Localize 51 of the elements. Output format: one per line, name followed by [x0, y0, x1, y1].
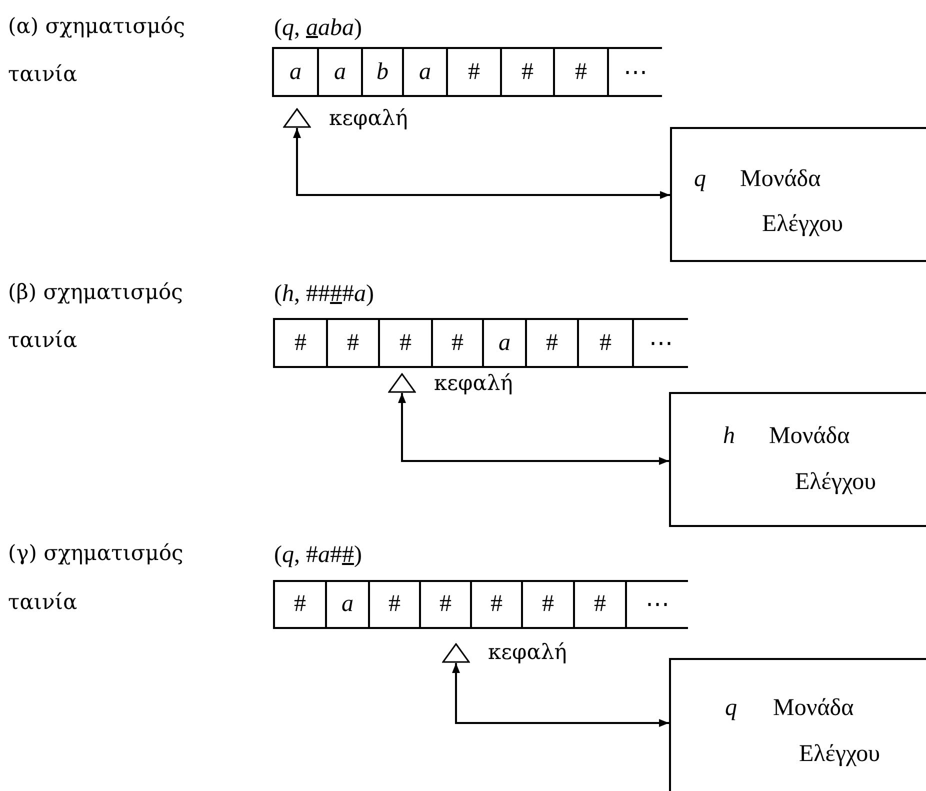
tape-cell: # — [573, 580, 625, 629]
tape-cell: # — [326, 318, 378, 368]
row-label: (γ) σχηματισμός — [8, 543, 184, 564]
tape-cell: # — [577, 318, 632, 368]
tape-continuation-cell: ⋯ — [625, 580, 688, 629]
tape-continuation-cell: ⋯ — [632, 318, 688, 368]
tape-cell: # — [273, 318, 326, 368]
control-unit-label: Μονάδα Ελέγχου — [769, 422, 877, 497]
control-unit-label: Μονάδα Ελέγχου — [740, 164, 844, 238]
tape-cell: # — [368, 580, 419, 629]
configuration-text: (h, ####a) — [274, 282, 374, 306]
state-symbol: h — [723, 424, 735, 448]
tape-cell: b — [361, 47, 402, 97]
state-symbol: q — [694, 167, 706, 191]
tape-continuation-cell: ⋯ — [607, 47, 662, 97]
head-label: κεφαλή — [434, 373, 513, 394]
head-label: κεφαλή — [488, 642, 567, 663]
tape-cell: # — [378, 318, 431, 368]
triangle-head-marker — [442, 643, 470, 663]
tape-cell: # — [431, 318, 482, 368]
control-unit-box — [669, 392, 926, 527]
tape-cell: # — [525, 318, 577, 368]
tape-cell: a — [317, 47, 361, 97]
tape-cell: a — [325, 580, 368, 629]
state-symbol: q — [725, 696, 737, 720]
tape-cell: # — [521, 580, 573, 629]
row-label: ταινία — [8, 64, 78, 85]
tape-cell: a — [402, 47, 446, 97]
triangle-head-marker — [283, 108, 311, 128]
tape-cell: # — [470, 580, 521, 629]
triangle-head-marker — [388, 373, 416, 393]
configuration-text: (q, #a##) — [274, 543, 362, 567]
double-arrow-connector — [398, 393, 669, 465]
row-label: ταινία — [8, 330, 78, 351]
configuration-text: (q, aaba) — [274, 16, 362, 40]
tape-cell: a — [272, 47, 317, 97]
row-label: ταινία — [8, 592, 78, 613]
control-unit-box — [669, 658, 926, 791]
double-arrow-connector — [452, 663, 669, 727]
tape-cell: # — [446, 47, 500, 97]
tape-cell: # — [553, 47, 607, 97]
row-label: (α) σχηματισμός — [8, 16, 185, 37]
tape-cell: # — [419, 580, 470, 629]
control-unit-box — [670, 127, 926, 262]
tape-cell: a — [482, 318, 525, 368]
head-label: κεφαλή — [329, 108, 408, 129]
control-unit-label: Μονάδα Ελέγχου — [773, 694, 881, 769]
double-arrow-connector — [293, 128, 670, 199]
row-label: (β) σχηματισμός — [8, 282, 183, 303]
tape-cell: # — [273, 580, 325, 629]
tape-cell: # — [500, 47, 553, 97]
